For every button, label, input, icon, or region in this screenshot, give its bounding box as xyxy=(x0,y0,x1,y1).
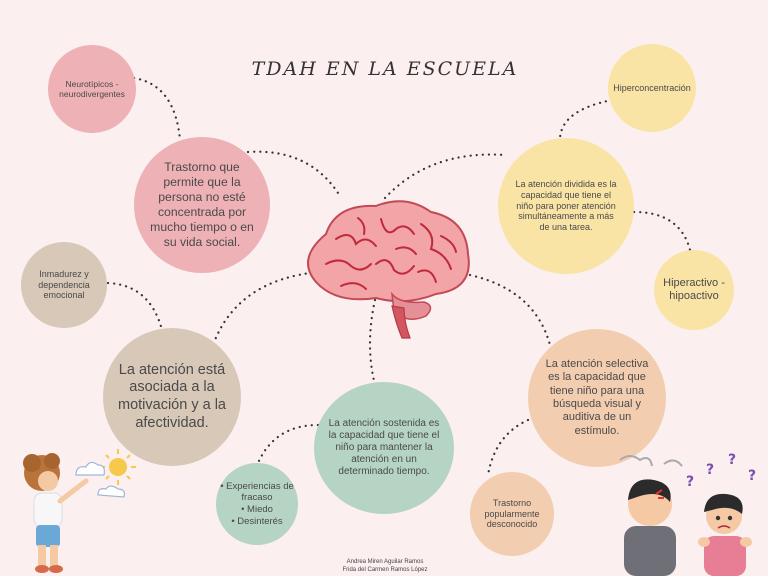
svg-text:?: ? xyxy=(748,468,756,484)
connector-brain-selectiva xyxy=(468,273,552,347)
bubble-experiencias-text: • Experiencias de fracaso • Miedo • Desi… xyxy=(220,481,294,527)
author-line: Frida del Carmen Ramos López xyxy=(342,566,428,573)
bubble-neurotipicos-text: Neurotípicos - neurodivergentes xyxy=(59,78,125,99)
bubble-atencion-selectiva-text: La atención selectiva es la capacidad qu… xyxy=(545,357,649,437)
bubble-inmadurez-text: Inmadurez y dependencia emocional xyxy=(38,268,90,301)
bubble-atencion-dividida-text: La atención dividida es la capacidad que… xyxy=(515,178,617,233)
frustrated-kids-icon: ? ? ? ? xyxy=(619,452,756,576)
connector-dividida-hiperac xyxy=(632,210,692,252)
bubble-inmadurez: Inmadurez y dependencia emocional xyxy=(21,242,107,328)
connector-brain-dividida xyxy=(383,153,507,200)
bubble-experiencias: • Experiencias de fracaso • Miedo • Desi… xyxy=(216,463,298,545)
bubble-atencion-sostenida: La atención sostenida es la capacidad qu… xyxy=(314,382,454,514)
bubble-trastorno-desconocido: Trastorno popularmente desconocido xyxy=(470,472,554,556)
bubble-trastorno-text: Trastorno que permite que la persona no … xyxy=(150,160,254,249)
bubble-atencion-dividida: La atención dividida es la capacidad que… xyxy=(498,138,634,274)
author-line: Andrea Miren Aguilar Ramos xyxy=(346,559,424,565)
sun-icon xyxy=(100,449,136,485)
experiencias-item: • Desinterés xyxy=(231,515,283,527)
bubble-hiperconcentracion-text: Hiperconcentración xyxy=(613,82,691,93)
connector-neuro-trastorno xyxy=(132,76,182,142)
connector-sostenida-exper xyxy=(256,423,320,465)
bubble-hiperconcentracion: Hiperconcentración xyxy=(608,44,696,132)
child-painting-icon xyxy=(23,449,136,573)
bubble-atencion-sostenida-text: La atención sostenida es la capacidad qu… xyxy=(328,417,440,478)
bubble-neurotipicos: Neurotípicos - neurodivergentes xyxy=(48,45,136,133)
connector-inmadurez-afect xyxy=(106,281,164,332)
brain-icon xyxy=(307,200,470,339)
svg-text:?: ? xyxy=(706,462,714,478)
bubble-trastorno: Trastorno que permite que la persona no … xyxy=(134,137,270,273)
cloud-icon xyxy=(75,461,125,498)
bubble-afectividad: La atención está asociada a la motivació… xyxy=(103,328,241,466)
bubble-afectividad-text: La atención está asociada a la motivació… xyxy=(118,361,226,431)
footer-authors: Andrea Miren Aguilar Ramos Frida del Car… xyxy=(300,559,470,575)
connector-selectiva-trastorno2 xyxy=(486,418,530,477)
experiencias-item: • Miedo xyxy=(241,504,273,515)
connector-hiperc-dividida xyxy=(558,98,614,140)
svg-text:?: ? xyxy=(686,474,694,490)
svg-text:?: ? xyxy=(728,452,736,468)
bubble-hiperactivo-text: Hiperactivo - hipoactivo xyxy=(663,276,725,302)
bubble-atencion-selectiva: La atención selectiva es la capacidad qu… xyxy=(528,329,666,467)
experiencias-item: • Experiencias de fracaso xyxy=(220,480,294,504)
bubble-hiperactivo: Hiperactivo - hipoactivo xyxy=(654,250,734,330)
bubble-trastorno-desconocido-text: Trastorno popularmente desconocido xyxy=(484,497,540,530)
page-title: TDAH EN LA ESCUELA xyxy=(251,58,519,80)
